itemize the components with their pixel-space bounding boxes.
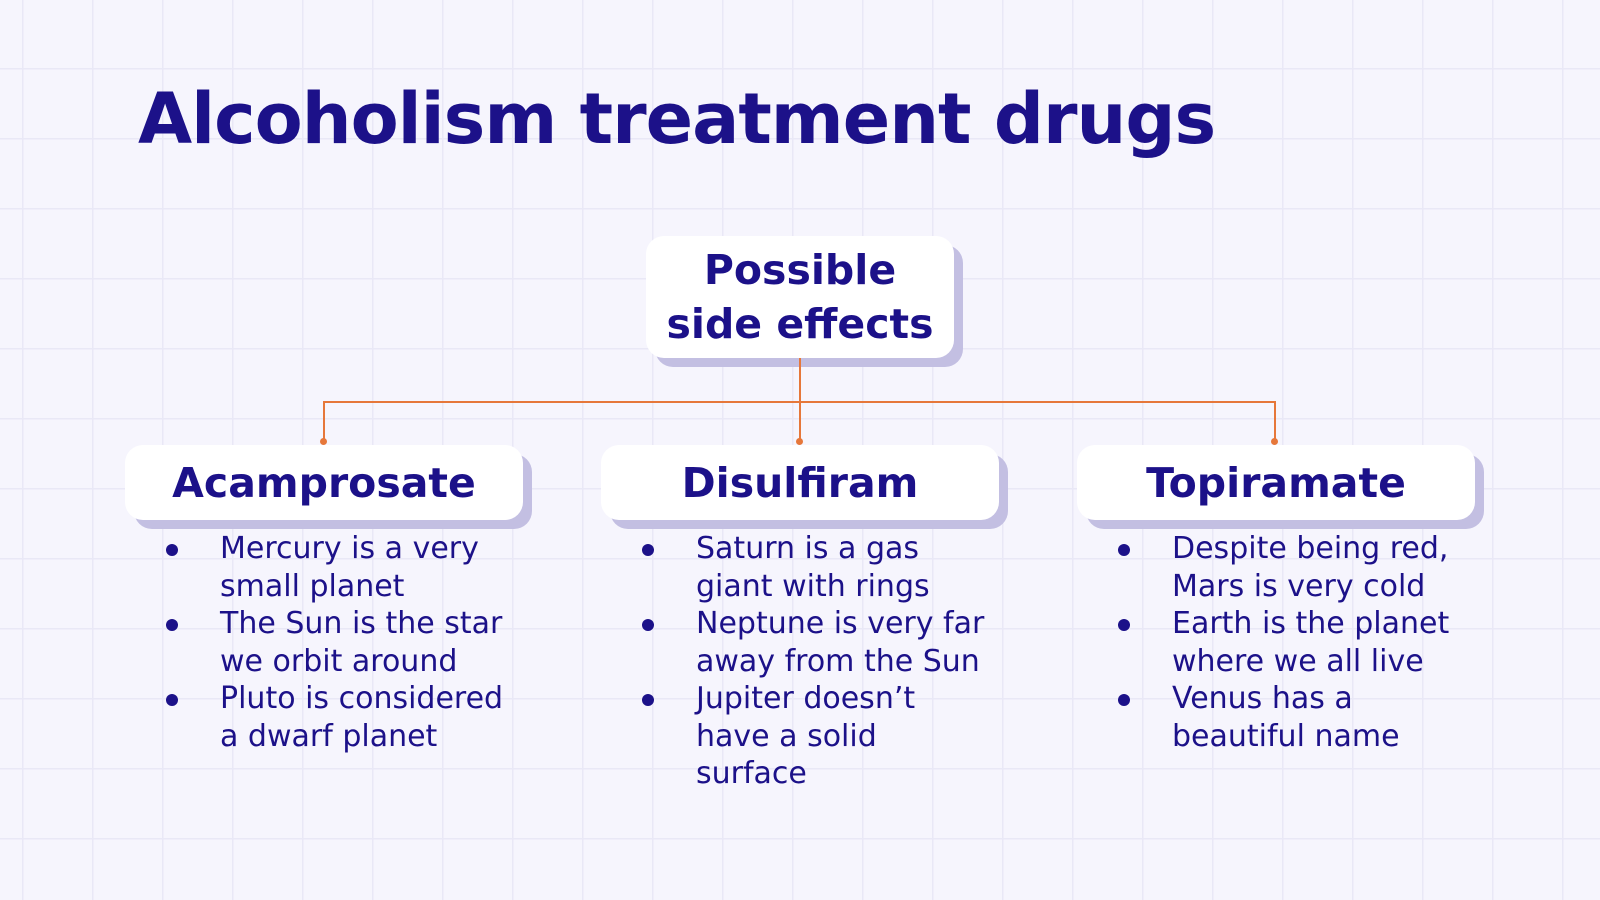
effects-list-disulfiram: Saturn is a gas giant with rings Neptune…: [638, 530, 996, 793]
drug-name: Acamprosate: [172, 458, 476, 507]
list-item: Venus has a beautiful name: [1114, 680, 1472, 755]
connector-center-drop: [799, 401, 801, 441]
list-item: Saturn is a gas giant with rings: [638, 530, 996, 605]
drug-node-topiramate: Topiramate: [1077, 445, 1475, 520]
bullet-icon: [166, 619, 178, 631]
drug-name: Disulfiram: [681, 458, 919, 507]
connector-right-drop: [1274, 401, 1276, 441]
drug-node-disulfiram: Disulfiram: [601, 445, 999, 520]
list-item: Earth is the planet where we all live: [1114, 605, 1472, 680]
list-item: Despite being red, Mars is very cold: [1114, 530, 1472, 605]
connector-dot-center: [796, 438, 803, 445]
list-item: Neptune is very far away from the Sun: [638, 605, 996, 680]
drug-node-acamprosate: Acamprosate: [125, 445, 523, 520]
root-label-line1: Possible: [703, 246, 897, 294]
bullet-icon: [1118, 619, 1130, 631]
bullet-icon: [642, 619, 654, 631]
root-node-possible-side-effects: Possible side effects: [646, 236, 954, 358]
bullet-icon: [642, 544, 654, 556]
bullet-icon: [166, 544, 178, 556]
bullet-icon: [1118, 544, 1130, 556]
connector-dot-right: [1271, 438, 1278, 445]
drug-name: Topiramate: [1146, 458, 1406, 507]
connector-root-stem: [799, 358, 801, 402]
connector-left-drop: [323, 401, 325, 441]
list-item: Mercury is a very small planet: [162, 530, 520, 605]
connector-dot-left: [320, 438, 327, 445]
bullet-icon: [166, 694, 178, 706]
list-item: The Sun is the star we orbit around: [162, 605, 520, 680]
effects-list-topiramate: Despite being red, Mars is very cold Ear…: [1114, 530, 1472, 755]
effects-list-acamprosate: Mercury is a very small planet The Sun i…: [162, 530, 520, 755]
bullet-icon: [1118, 694, 1130, 706]
page-title: Alcoholism treatment drugs: [138, 78, 1216, 160]
bullet-icon: [642, 694, 654, 706]
list-item: Jupiter doesn’t have a solid surface: [638, 680, 996, 793]
list-item: Pluto is considered a dwarf planet: [162, 680, 520, 755]
root-label-line2: side effects: [666, 300, 934, 348]
